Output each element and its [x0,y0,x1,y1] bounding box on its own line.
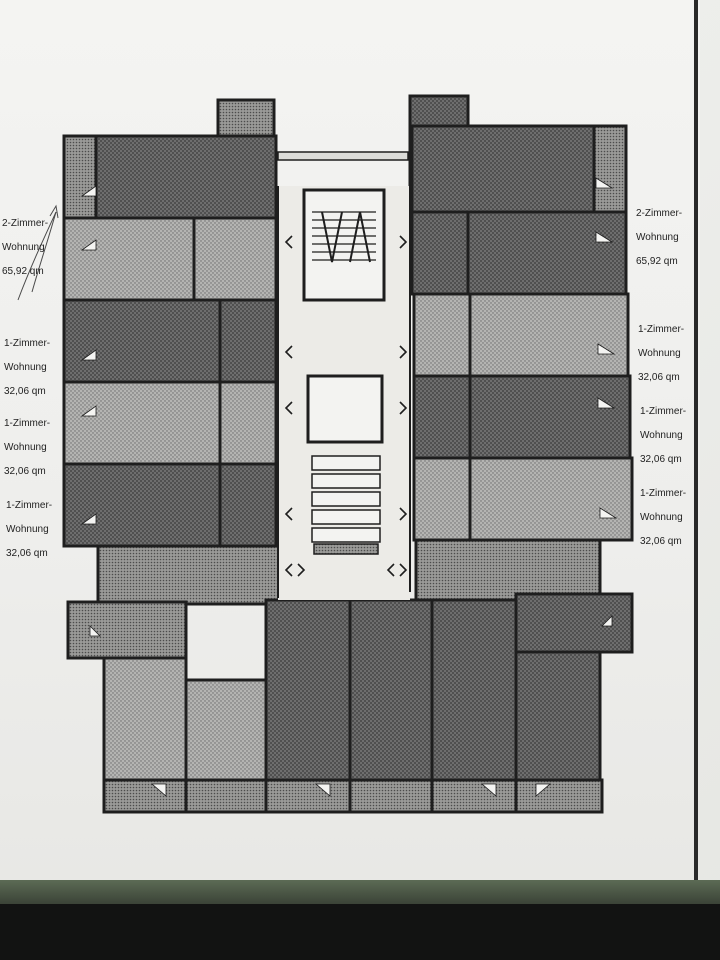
label-line: 32,06 qm [4,466,46,477]
right-unit-1room-a [412,292,630,378]
right-lower-terrace [348,778,604,814]
label-left-2room: 2-Zimmer- Wohnung 65,92 qm [2,206,48,290]
left-lower-hall [96,544,282,606]
upper-stairs [312,211,376,263]
label-line: 1-Zimmer- [640,406,687,417]
label-line: 32,06 qm [640,454,682,465]
label-right-1room-a: 1-Zimmer- Wohnung 32,06 qm [638,312,684,396]
label-line: 32,06 qm [638,372,680,383]
interior-walls [184,212,518,812]
label-right-1room-c: 1-Zimmer- Wohnung 32,06 qm [640,476,686,560]
label-line: 1-Zimmer- [4,418,51,429]
left-lower-balcony [66,600,188,660]
door-chevrons [284,235,408,577]
folder-edge [0,904,720,960]
label-line: Wohnung [636,232,679,243]
left-unit-2room-a [62,134,278,220]
label-line: Wohnung [640,430,683,441]
left-unit-2room-b [62,216,278,302]
label-left-1room-c: 1-Zimmer- Wohnung 32,06 qm [6,488,52,572]
label-line: 1-Zimmer- [6,500,53,511]
label-line: 32,06 qm [6,548,48,559]
right-unit-2room-b [410,210,628,296]
sheet-edge-line [694,0,698,885]
label-left-1room-b: 1-Zimmer- Wohnung 32,06 qm [4,406,50,490]
label-line: 32,06 qm [4,386,46,397]
label-line: 1-Zimmer- [640,488,687,499]
label-line: Wohnung [4,442,47,453]
label-line: 2-Zimmer- [2,218,49,229]
label-line: Wohnung [6,524,49,535]
label-line: Wohnung [640,512,683,523]
right-unit-1room-b [412,374,632,460]
corridor [277,151,411,600]
left-unit-1room-a [62,298,278,384]
left-lower-room-a [102,656,188,782]
right-lower-room-b [514,650,602,782]
label-line: Wohnung [638,348,681,359]
label-line: 2-Zimmer- [636,208,683,219]
left-wing [62,98,352,814]
label-right-1room-b: 1-Zimmer- Wohnung 32,06 qm [640,394,686,478]
left-lower-terrace [102,778,352,814]
lower-stairs [311,455,381,543]
window-markers [80,177,618,797]
label-line: 65,92 qm [636,256,678,267]
label-line: 32,06 qm [640,536,682,547]
right-unit-1room-c [412,456,634,542]
label-right-2room: 2-Zimmer- Wohnung 65,92 qm [636,196,682,280]
label-line: Wohnung [4,362,47,373]
label-line: 1-Zimmer- [4,338,51,349]
left-unit-1room-c [62,462,278,548]
label-left-1room-a: 1-Zimmer- Wohnung 32,06 qm [4,326,50,410]
label-line: 1-Zimmer- [638,324,685,335]
right-unit-2room-a [410,124,628,214]
label-line: Wohnung [2,242,45,253]
folder-strip [0,880,720,904]
label-line: 65,92 qm [2,266,44,277]
left-unit-1room-b [62,380,278,466]
